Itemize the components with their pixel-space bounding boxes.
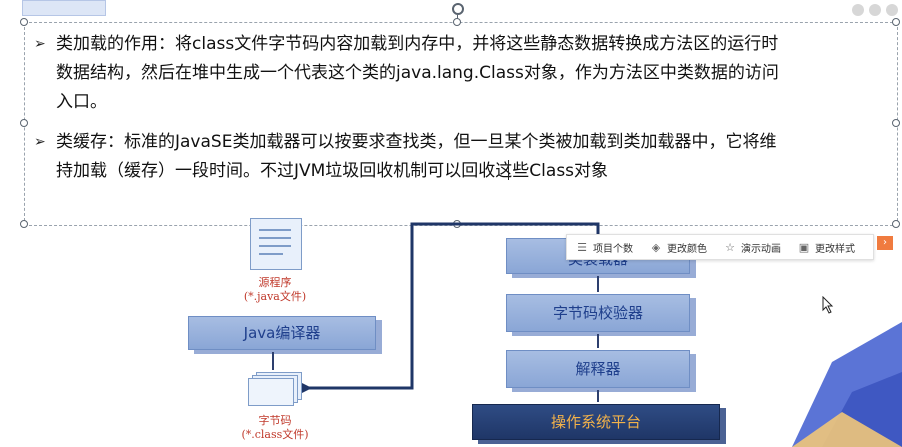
paint-bucket-icon: ◈ <box>651 240 661 254</box>
toolbar-item-style[interactable]: ▣ 更改样式 <box>789 235 863 259</box>
paragraph-line: 持加载（缓存）一段时间。不过JVM垃圾回收机制可以回收这些Class对象 <box>56 161 609 181</box>
rotate-handle[interactable] <box>452 3 464 15</box>
resize-handle-tr[interactable] <box>892 18 900 26</box>
connector-line <box>597 276 599 292</box>
compiler-label: Java编译器 <box>243 324 321 342</box>
connector-line <box>597 390 599 402</box>
bullet-arrow-icon: ➢ <box>34 134 46 150</box>
resize-handle-tl[interactable] <box>20 18 28 26</box>
bullet-paragraph-2: ➢ 类缓存：标准的JavaSE类加载器可以按要求查找类，但一旦某个类被加载到类加… <box>34 128 892 188</box>
bytecode-caption: 字节码 (*.class文件) <box>220 414 330 442</box>
resize-handle-ml[interactable] <box>20 119 28 127</box>
mouse-pointer-icon <box>822 296 834 314</box>
connector-line <box>597 334 599 348</box>
toolbar-expand-button[interactable]: › <box>877 236 893 250</box>
style-icon: ▣ <box>798 240 810 254</box>
decorative-corner-shape <box>792 322 902 447</box>
os-platform-label: 操作系统平台 <box>550 413 641 431</box>
slide-thumbnail-strip[interactable] <box>22 0 106 16</box>
connector-line <box>272 352 274 370</box>
source-file-icon <box>250 218 302 270</box>
resize-handle-br[interactable] <box>892 220 900 228</box>
paragraph-line: 入口。 <box>56 92 107 112</box>
paragraph-line: 类缓存：标准的JavaSE类加载器可以按要求查找类，但一旦某个类被加载到类加载器… <box>56 132 777 152</box>
interpreter-label: 解释器 <box>575 360 621 378</box>
toolbar-item-color[interactable]: ◈ 更改颜色 <box>641 235 715 259</box>
window-button[interactable] <box>886 4 898 16</box>
resize-handle-bl[interactable] <box>20 220 28 228</box>
source-caption: 源程序 (*.java文件) <box>220 276 330 304</box>
bytecode-verifier-box[interactable]: 字节码校验器 <box>506 294 690 332</box>
resize-handle-mr[interactable] <box>892 119 900 127</box>
resize-handle-tm[interactable] <box>453 18 461 26</box>
caption-line: (*.class文件) <box>241 428 309 441</box>
caption-line: 字节码 <box>258 414 292 427</box>
bytecode-verifier-label: 字节码校验器 <box>552 304 643 322</box>
window-button[interactable] <box>869 4 881 16</box>
bullet-paragraph-1: ➢ 类加载的作用：将class文件字节码内容加载到内存中，并将这些静态数据转换成… <box>34 30 892 120</box>
caption-line: (*.java文件) <box>243 290 307 303</box>
toolbar-item-label: 演示动画 <box>741 243 781 255</box>
star-animation-icon: ☆ <box>725 240 735 254</box>
toolbar-item-label: 项目个数 <box>593 243 633 255</box>
os-platform-box[interactable]: 操作系统平台 <box>472 404 720 440</box>
paragraph-line: 数据结构，然后在堆中生成一个代表这个类的java.lang.Class对象，作为… <box>56 63 779 83</box>
bullet-arrow-icon: ➢ <box>34 36 46 52</box>
smartart-toolbar: ☰ 项目个数 ◈ 更改颜色 ☆ 演示动画 ▣ 更改样式 <box>566 234 874 260</box>
compiler-box[interactable]: Java编译器 <box>188 316 376 350</box>
bytecode-file-icon <box>248 372 304 406</box>
window-button[interactable] <box>852 4 864 16</box>
toolbar-item-label: 更改样式 <box>815 243 855 255</box>
text-caret <box>508 160 509 180</box>
paragraph-line: 类加载的作用：将class文件字节码内容加载到内存中，并将这些静态数据转换成方法… <box>56 34 779 54</box>
toolbar-item-animation[interactable]: ☆ 演示动画 <box>715 235 789 259</box>
list-icon: ☰ <box>577 240 587 254</box>
toolbar-item-label: 更改颜色 <box>667 243 707 255</box>
interpreter-box[interactable]: 解释器 <box>506 350 690 388</box>
toolbar-item-count[interactable]: ☰ 项目个数 <box>567 235 641 259</box>
caption-line: 源程序 <box>258 276 292 289</box>
window-controls <box>852 2 902 18</box>
